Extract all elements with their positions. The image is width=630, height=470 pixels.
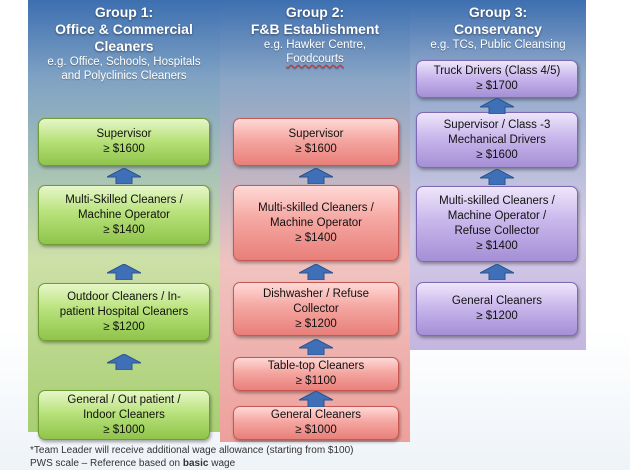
arrow-up-icon <box>480 98 514 114</box>
group-2-level-5-box: Supervisor ≥ $1600 <box>233 118 399 166</box>
group-1-title: Group 1: Office & Commercial Cleaners <box>55 4 193 54</box>
team-leader-footnote: *Team Leader will receive additional wag… <box>30 445 354 456</box>
group-1-level-1-box: General / Out patient / Indoor Cleaners … <box>38 390 210 440</box>
group-3-level-3-box: Supervisor / Class -3 Mechanical Drivers… <box>416 112 578 168</box>
group-2-title: Group 2: F&B Establishment <box>250 4 380 37</box>
group-1-examples: e.g. Office, Schools, Hospitals and Poly… <box>47 56 201 82</box>
group-2-examples: e.g. Hawker Centre, Foodcourts <box>263 39 367 65</box>
group-3-examples: e.g. TCs, Public Cleansing <box>430 39 566 51</box>
group-3-level-1-box: General Cleaners ≥ $1200 <box>416 282 578 336</box>
arrow-up-icon <box>480 169 514 185</box>
group-2-header: Group 2: F&B Establishment e.g. Hawker C… <box>220 4 410 66</box>
group-3-title: Group 3: Conservancy <box>454 4 542 37</box>
foodcourts-text: Foodcourts <box>286 53 344 65</box>
group-3-header: Group 3: Conservancy e.g. TCs, Public Cl… <box>410 4 586 52</box>
group-1-header: Group 1: Office & Commercial Cleaners e.… <box>28 4 220 83</box>
group-1-level-3-box: Multi-Skilled Cleaners / Machine Operato… <box>38 185 210 245</box>
group-2-level-4-box: Multi-skilled Cleaners / Machine Operato… <box>233 185 399 261</box>
arrow-up-icon <box>480 264 514 280</box>
arrow-up-icon <box>299 264 333 280</box>
pws-scale-footnote: PWS scale – Reference based on basic wag… <box>30 458 236 469</box>
arrow-up-icon <box>299 391 333 407</box>
group-2-level-2-box: Table-top Cleaners ≥ $1100 <box>233 357 399 391</box>
group-1-level-2-box: Outdoor Cleaners / In- patient Hospital … <box>38 283 210 341</box>
arrow-up-icon <box>107 264 141 280</box>
arrow-up-icon <box>107 354 141 370</box>
group-1-level-4-box: Supervisor ≥ $1600 <box>38 118 210 166</box>
arrow-up-icon <box>299 168 333 184</box>
arrow-up-icon <box>107 168 141 184</box>
group-3-level-4-box: Truck Drivers (Class 4/5) ≥ $1700 <box>416 60 578 98</box>
group-3-level-2-box: Multi-skilled Cleaners / Machine Operato… <box>416 186 578 262</box>
arrow-up-icon <box>299 339 333 355</box>
group-2-level-1-box: General Cleaners ≥ $1000 <box>233 406 399 440</box>
group-2-level-3-box: Dishwasher / Refuse Collector ≥ $1200 <box>233 282 399 336</box>
